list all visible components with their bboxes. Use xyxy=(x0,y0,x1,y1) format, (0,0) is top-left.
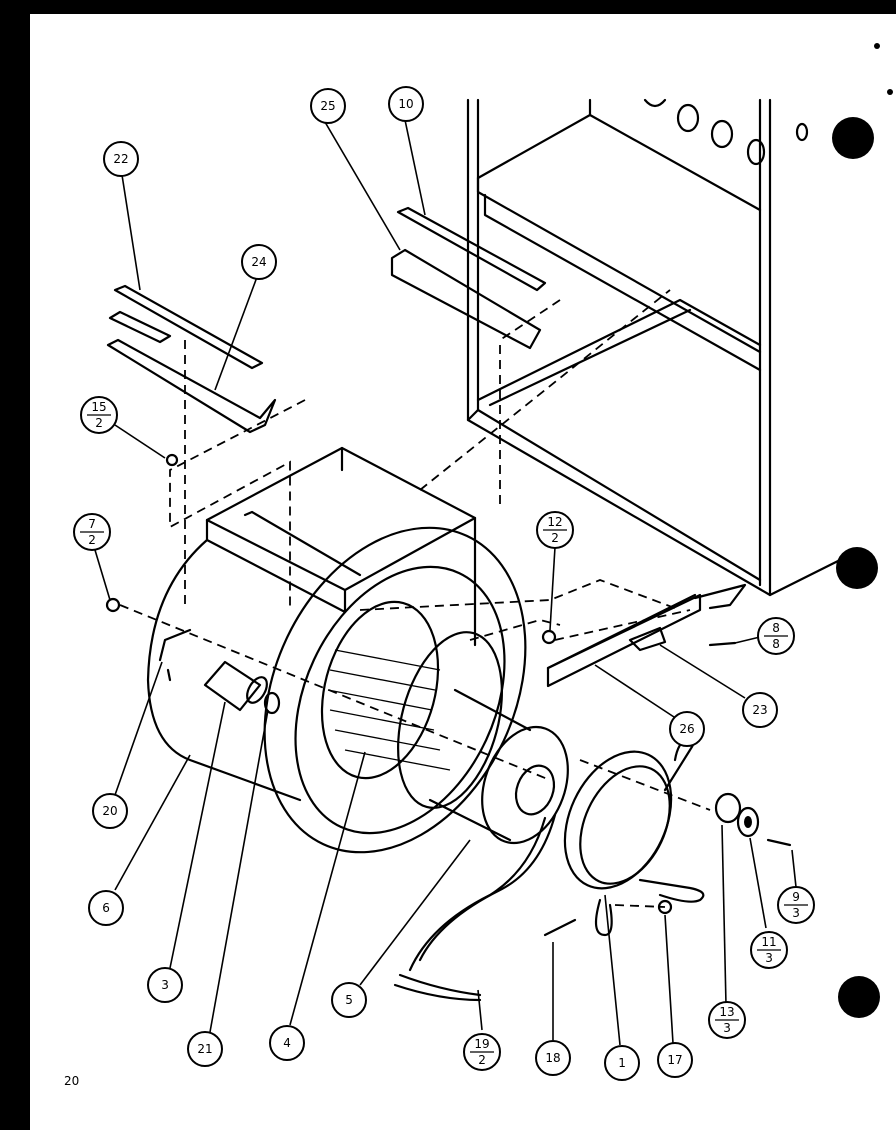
callout-9-3: 93 xyxy=(777,886,815,924)
furnace-cabinet xyxy=(466,98,842,597)
svg-text:2: 2 xyxy=(551,531,559,545)
svg-text:22: 22 xyxy=(113,152,128,166)
callout-22: 22 xyxy=(103,141,139,177)
callout-1: 1 xyxy=(604,1045,640,1081)
svg-text:10: 10 xyxy=(398,97,413,111)
callout-18: 18 xyxy=(535,1040,571,1076)
svg-text:8: 8 xyxy=(772,621,780,635)
callout-8-8: 88 xyxy=(757,617,795,655)
rails-22-24 xyxy=(106,284,277,434)
svg-text:3: 3 xyxy=(765,951,773,965)
callout-15-2: 152 xyxy=(80,396,118,434)
svg-text:3: 3 xyxy=(161,978,169,992)
svg-text:6: 6 xyxy=(102,901,110,915)
motor-mount xyxy=(563,736,705,937)
svg-text:12: 12 xyxy=(547,515,562,529)
callout-12-2: 122 xyxy=(536,511,574,549)
svg-text:5: 5 xyxy=(345,993,353,1007)
svg-text:1: 1 xyxy=(618,1056,626,1070)
rails-10-25 xyxy=(390,206,547,350)
punch-holes xyxy=(832,43,893,1018)
hardware xyxy=(105,453,792,937)
callout-10: 10 xyxy=(388,86,424,122)
callout-24: 24 xyxy=(241,244,277,280)
svg-text:18: 18 xyxy=(545,1051,560,1065)
svg-text:11: 11 xyxy=(761,935,776,949)
callout-13-3: 133 xyxy=(708,1001,746,1039)
svg-text:3: 3 xyxy=(723,1021,731,1035)
blower-housing-top xyxy=(205,446,477,647)
svg-text:4: 4 xyxy=(283,1036,291,1050)
svg-text:2: 2 xyxy=(95,416,103,430)
callout-5: 5 xyxy=(331,982,367,1018)
svg-text:17: 17 xyxy=(667,1053,682,1067)
svg-text:26: 26 xyxy=(679,722,694,736)
svg-text:21: 21 xyxy=(197,1042,212,1056)
callout-19-2: 192 xyxy=(463,1033,501,1071)
leader-lines xyxy=(94,119,797,1046)
callout-21: 21 xyxy=(187,1031,223,1067)
blower-wheel xyxy=(320,600,503,809)
blower-scroll xyxy=(146,526,527,854)
svg-text:20: 20 xyxy=(102,804,117,818)
capacitor xyxy=(203,660,281,715)
callout-7-2: 72 xyxy=(73,513,111,551)
svg-text:24: 24 xyxy=(251,255,266,269)
motor-wires xyxy=(393,813,557,1002)
bracket-20 xyxy=(158,628,192,682)
callout-11-3: 113 xyxy=(750,931,788,969)
blower-motor xyxy=(428,688,569,845)
callout-20: 20 xyxy=(92,793,128,829)
callout-3: 3 xyxy=(147,967,183,1003)
callout-4: 4 xyxy=(269,1025,305,1061)
svg-text:23: 23 xyxy=(752,703,767,717)
callout-26: 26 xyxy=(669,711,705,747)
callout-6: 6 xyxy=(88,890,124,926)
svg-text:15: 15 xyxy=(91,400,106,414)
svg-text:19: 19 xyxy=(474,1037,489,1051)
callout-17: 17 xyxy=(657,1042,693,1078)
svg-text:3: 3 xyxy=(792,906,800,920)
svg-text:2: 2 xyxy=(478,1053,486,1067)
callout-25: 25 xyxy=(310,88,346,124)
assembly-lines xyxy=(119,289,711,908)
svg-text:2: 2 xyxy=(88,533,96,547)
page-number: 20 xyxy=(64,1074,79,1088)
svg-text:25: 25 xyxy=(320,99,335,113)
svg-text:7: 7 xyxy=(88,517,96,531)
svg-text:9: 9 xyxy=(792,890,800,904)
svg-text:8: 8 xyxy=(772,637,780,651)
callout-23: 23 xyxy=(742,692,778,728)
svg-text:13: 13 xyxy=(719,1005,734,1019)
